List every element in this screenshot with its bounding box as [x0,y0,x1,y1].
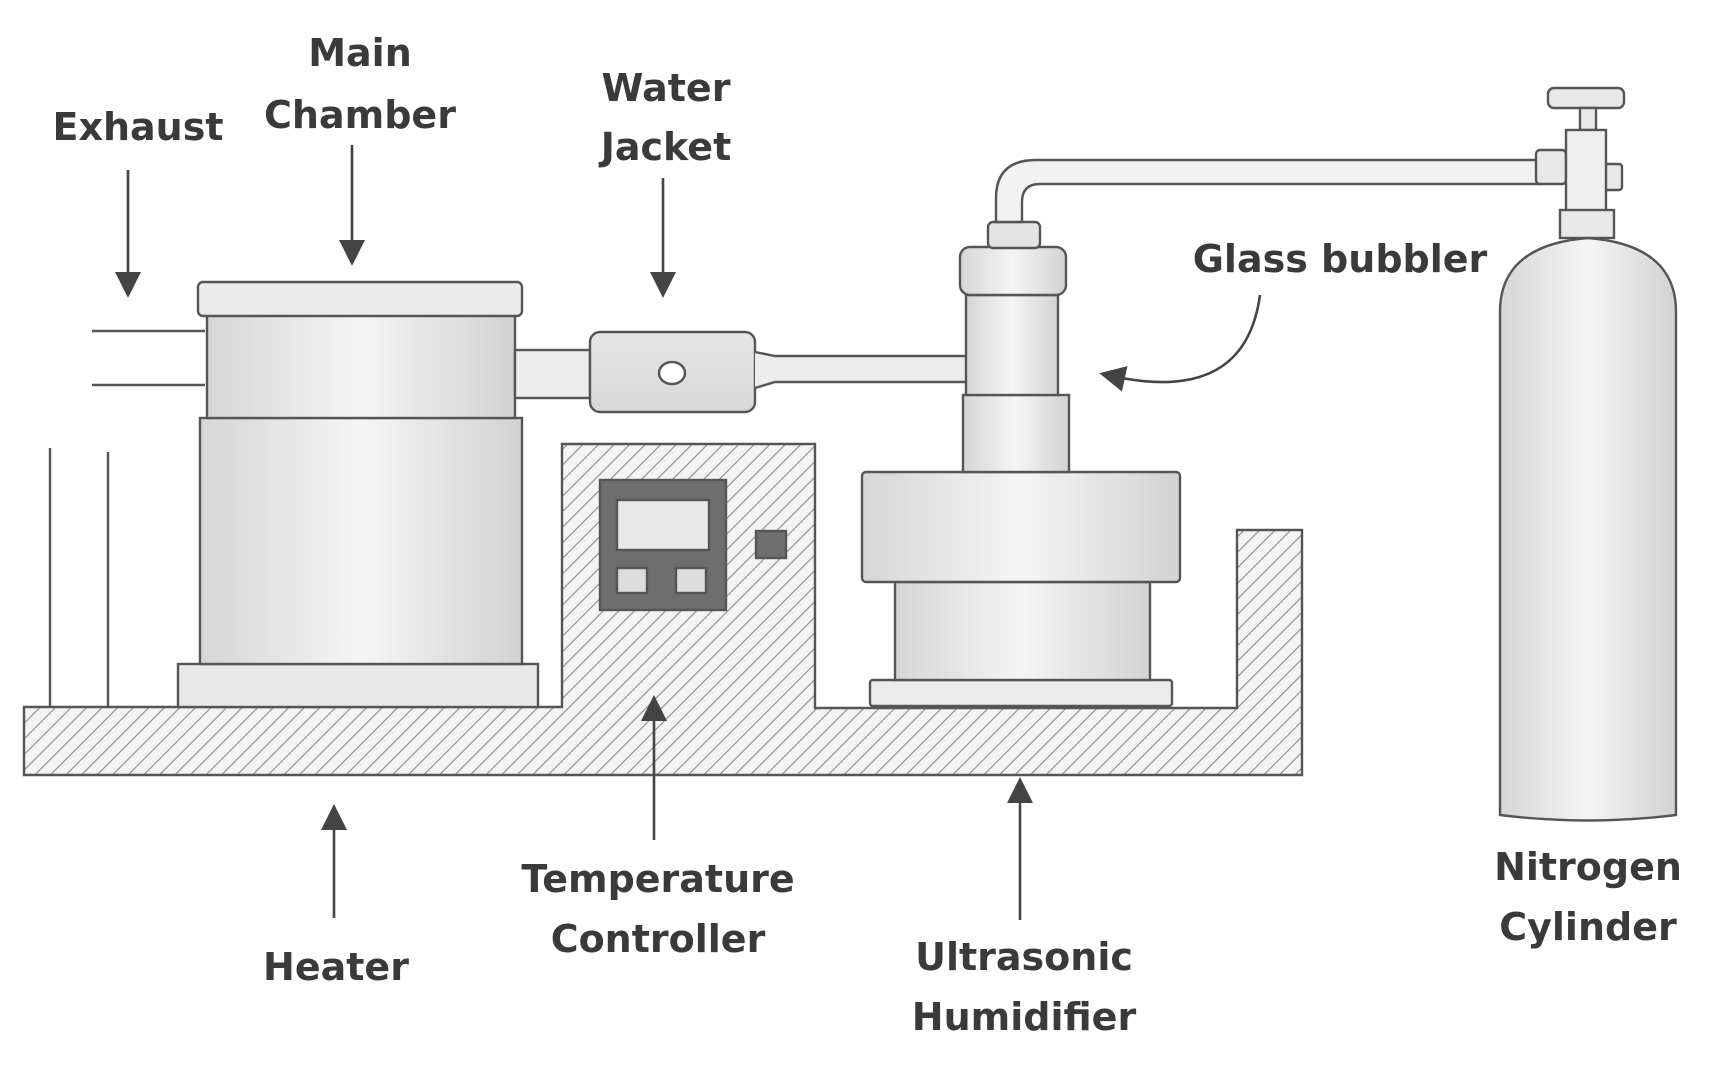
temperature-controller-panel [598,478,788,612]
label-ultrasonic-humidifier-line1: Ultrasonic [915,935,1133,979]
main-chamber [196,280,524,666]
heater-block [176,662,540,709]
label-temperature-controller-line2: Controller [551,917,766,961]
glass-bubbler [958,220,1071,474]
label-nitrogen-cylinder-line1: Nitrogen [1494,845,1682,889]
stand-poles [48,448,110,707]
label-ultrasonic-humidifier-line2: Humidifier [912,995,1137,1039]
water-jacket [588,330,970,414]
label-exhaust: Exhaust [53,105,224,149]
nitrogen-tube [994,158,1542,224]
label-glass-bubbler: Glass bubbler [1193,237,1488,281]
exhaust-pipe [92,329,205,387]
label-temperature-controller-line1: Temperature [521,857,794,901]
label-main-chamber-line1: Main [308,31,412,75]
ultrasonic-humidifier [860,470,1182,708]
nitrogen-cylinder [1498,86,1678,822]
label-water-jacket-line1: Water [602,66,731,110]
label-nitrogen-cylinder-line2: Cylinder [1499,905,1677,949]
label-arrows [115,145,1262,920]
connecting-tube [513,348,592,400]
label-main-chamber-line2: Chamber [264,93,456,137]
label-heater: Heater [263,945,409,989]
label-water-jacket-line2: Jacket [598,125,732,169]
